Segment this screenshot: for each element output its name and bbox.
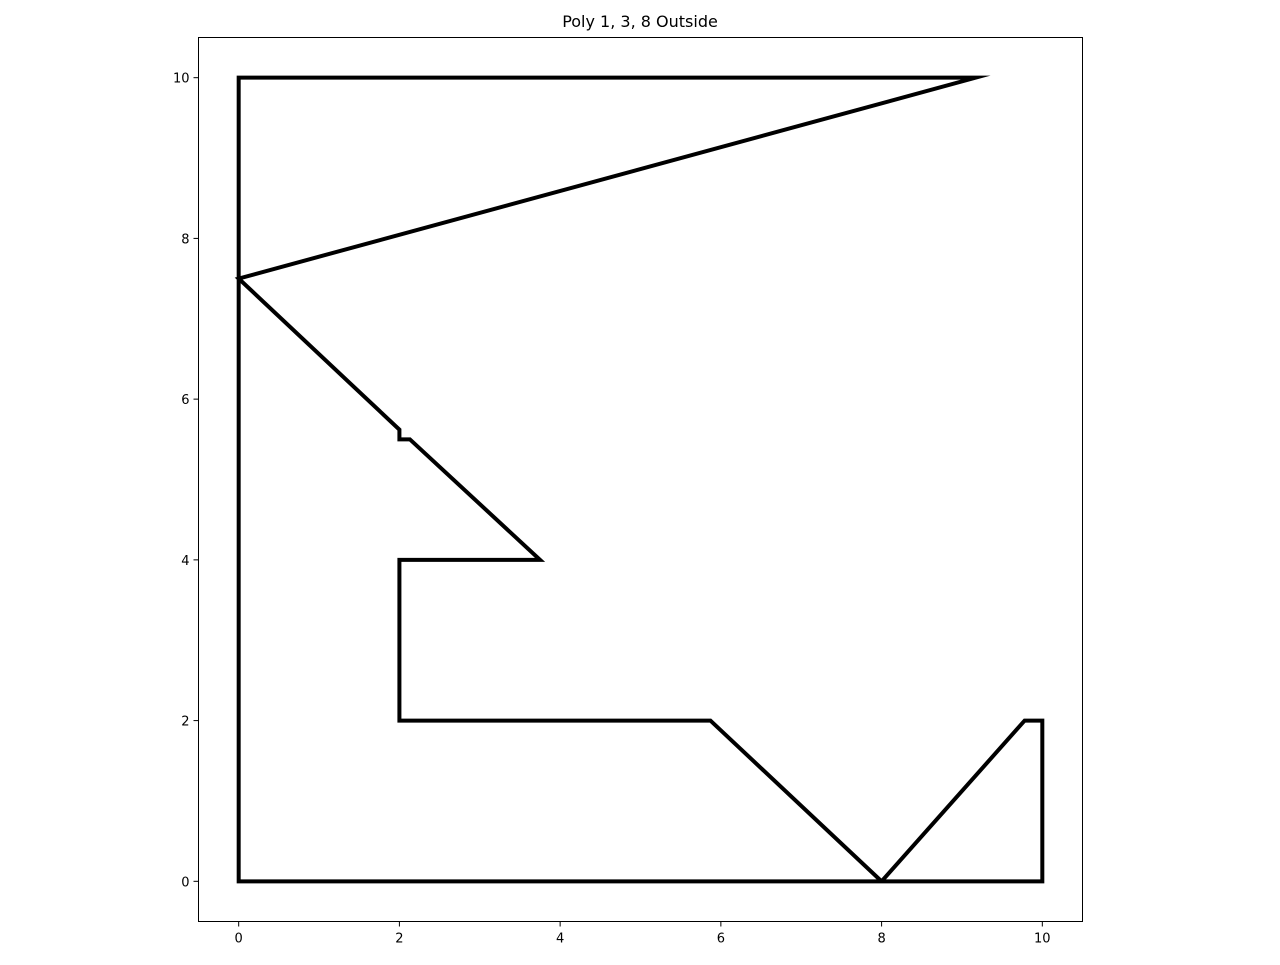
y-tick-label: 10: [173, 72, 190, 87]
axes: 0 2 4 6 8 10 0 2 4 6 8 10: [173, 37, 1083, 947]
y-tick-label: 6: [181, 393, 189, 408]
axes-frame: [198, 37, 1083, 922]
x-tick-label: 0: [235, 932, 243, 947]
chart-title: Poly 1, 3, 8 Outside: [562, 12, 718, 31]
x-tick-label: 8: [877, 932, 885, 947]
series-line-0: [234, 75, 1045, 884]
y-tick-label: 8: [181, 232, 189, 247]
x-tick-label: 4: [556, 932, 564, 947]
y-tick-label: 4: [181, 554, 189, 569]
x-tick-label: 10: [1034, 932, 1051, 947]
x-tick-label: 2: [395, 932, 403, 947]
y-tick-label: 0: [181, 875, 189, 890]
plot-area: [234, 75, 1045, 884]
x-tick-label: 6: [717, 932, 725, 947]
y-tick-label: 2: [181, 715, 189, 730]
